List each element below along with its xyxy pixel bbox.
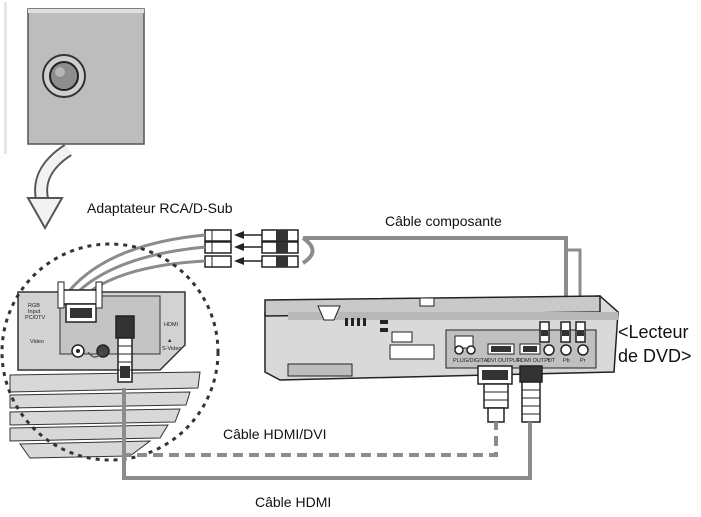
dvd-player: PLUG/DIGITAL DVI OUTPUT HDMI OUTPUT Y Pb…: [264, 295, 619, 381]
dvd-player-label-line-1: <Lecteur: [618, 322, 689, 342]
zoom-arrow: [26, 144, 72, 231]
rca-connectors: [204, 229, 299, 268]
rgb-label-3: PC/DTV: [25, 315, 46, 321]
video-label: Video: [30, 339, 44, 345]
dvd-rca-plugs: [539, 321, 586, 343]
dsub-connector: [57, 281, 103, 323]
hdmi-cable-label: Câble HDMI: [255, 494, 331, 510]
dvd-port-label-3: HDMI OUTPUT: [517, 358, 556, 364]
dvd-port-label-1: PLUG/DIGITAL: [453, 358, 491, 364]
zoom-circle: [0, 242, 220, 462]
hdmi-port-label: HDMI: [164, 322, 179, 328]
projector-hdmi-connector: [115, 315, 135, 383]
hdmi-dvi-cable-label: Câble HDMI/DVI: [223, 426, 326, 442]
rgb-label-2: Input: [28, 309, 41, 315]
adapter-label: Adaptateur RCA/D-Sub: [87, 200, 233, 216]
projector-rear-panel: RGB Input PC/DTV Video HDMI ▲ S-Video: [9, 291, 201, 459]
dvd-port-label-2: DVI OUTPUT: [487, 358, 521, 364]
rca-connector-pr: [204, 255, 299, 268]
dvd-player-label-line-2: de DVD>: [618, 346, 692, 366]
rgb-label-1: RGB: [28, 303, 40, 309]
adapter-cables: [68, 233, 206, 292]
component-cable-label: Câble composante: [385, 213, 502, 229]
svideo-arrow-icon: ▲: [167, 338, 172, 344]
projector-front-view: [4, 2, 145, 154]
svideo-label: S-Video: [162, 346, 181, 352]
rca-connector-pb: [204, 241, 299, 254]
dvi-plug: [477, 365, 513, 423]
dvd-pb-label: Pb: [563, 358, 570, 364]
hdmi-cable: [122, 388, 532, 480]
rca-connector-y: [204, 229, 299, 242]
dvd-pr-label: Pr: [580, 358, 586, 364]
dvd-y-label: Y: [547, 358, 551, 364]
dvd-hdmi-plug: [519, 365, 543, 423]
